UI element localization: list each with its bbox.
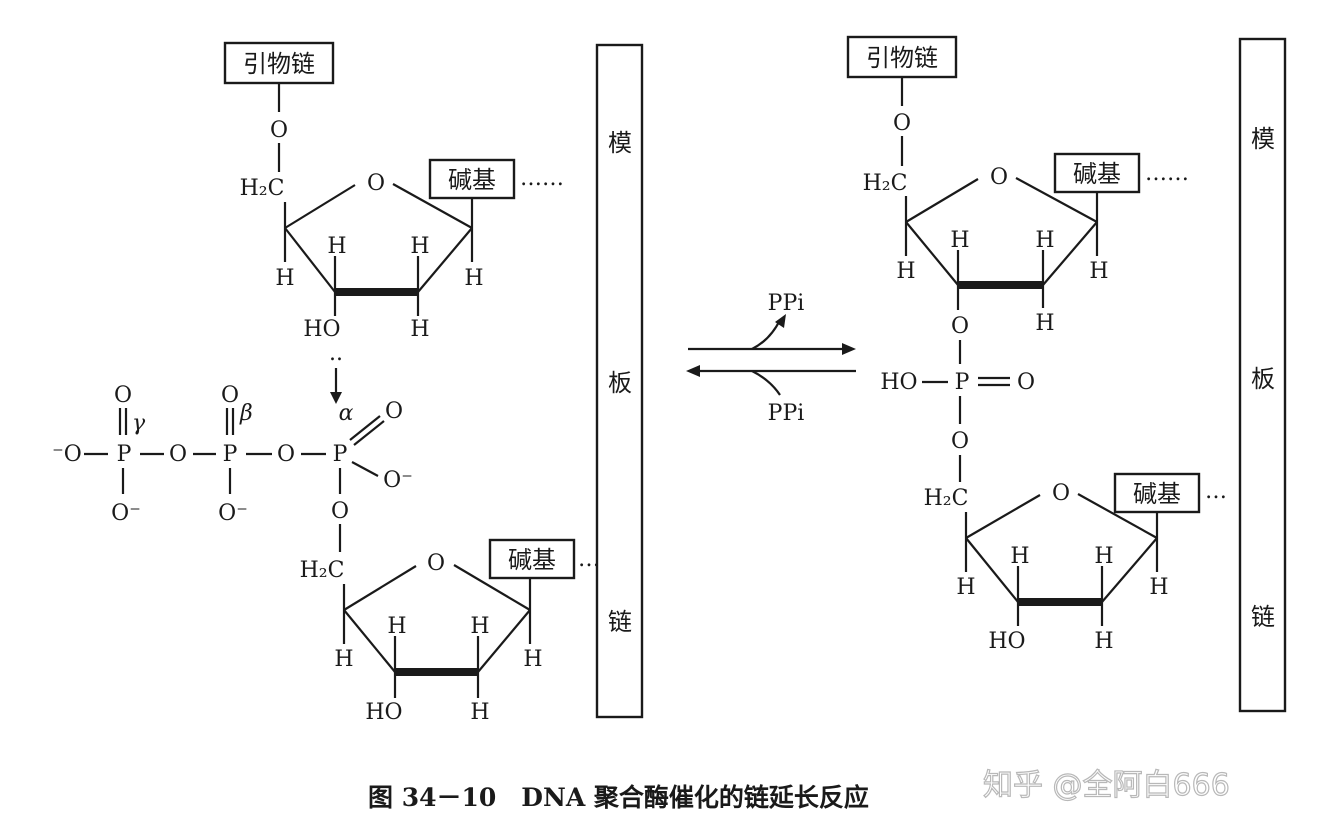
oxygen-anion: O⁻ <box>383 468 413 493</box>
attack-arrowhead <box>330 392 342 404</box>
base-label-box <box>1113 472 1201 514</box>
ch2-group: H₂C <box>863 171 908 196</box>
oxygen-anion: O⁻ <box>111 501 141 526</box>
base-label: 碱基 <box>1073 160 1121 188</box>
primer-label: 引物链 <box>866 44 938 72</box>
template-char: 模 <box>608 129 632 157</box>
ch2-group: H₂C <box>924 486 969 511</box>
oxygen-atom: O <box>331 499 349 524</box>
h-atom: H <box>896 259 915 284</box>
base-label: 碱基 <box>1133 480 1181 508</box>
ppi-released-label: PPi <box>768 291 805 316</box>
template-char: 板 <box>608 369 632 397</box>
h-atom: H <box>1094 544 1113 569</box>
h-atom: H <box>464 266 483 291</box>
template-char: 模 <box>1251 125 1275 153</box>
h-atom: H <box>410 317 429 342</box>
oxygen-anion: O⁻ <box>218 501 248 526</box>
gamma-phosphorus: P <box>117 442 132 467</box>
gamma-label: γ <box>132 411 146 436</box>
hydrogen-bond-dots: … <box>1205 479 1227 504</box>
forward-arrowhead <box>842 343 856 355</box>
oxygen-atom: O <box>221 383 239 408</box>
hydroxyl-group: HO <box>303 317 340 342</box>
h-atom: H <box>1010 544 1029 569</box>
template-char: 板 <box>1251 365 1275 393</box>
hydrogen-bond-dots: … <box>578 547 600 572</box>
base-label-box <box>428 158 516 200</box>
right-template-strand: 模 板 链 <box>1238 37 1287 713</box>
base-label-box <box>1053 152 1141 194</box>
h-atom: H <box>1094 629 1113 654</box>
base-label: 碱基 <box>508 546 556 574</box>
ring-oxygen: O <box>427 551 445 576</box>
oxygen-atom: O <box>114 383 132 408</box>
h-atom: H <box>523 647 542 672</box>
alpha-phosphorus: P <box>333 442 348 467</box>
ch2-group: H₂C <box>300 558 345 583</box>
watermark: 知乎 @全阿白666 <box>983 768 1230 803</box>
oxygen-atom: O <box>893 111 911 136</box>
ring-oxygen: O <box>367 171 385 196</box>
h-atom: H <box>1149 575 1168 600</box>
right-product: 引物链 O H₂C O H H H H H 碱基 …… O HO P <box>846 35 1227 654</box>
ppi-consumed-label: PPi <box>768 401 805 426</box>
h-atom: H <box>387 614 406 639</box>
template-strand-bar <box>1238 37 1287 713</box>
template-char: 链 <box>608 608 632 636</box>
ring-oxygen: O <box>1052 481 1070 506</box>
figure-caption: 图 34－10 DNA 聚合酶催化的链延长反应 <box>368 783 869 812</box>
base-label-box <box>488 538 576 580</box>
bridging-oxygen: O <box>951 314 969 339</box>
lone-pair-dots: .. <box>329 341 343 366</box>
alpha-label: α <box>339 401 354 426</box>
h-atom: H <box>470 700 489 725</box>
bridging-oxygen: O <box>169 442 187 467</box>
oxygen-atom: O <box>385 399 403 424</box>
reverse-arrowhead <box>686 365 700 377</box>
h-atom: H <box>334 647 353 672</box>
hydroxyl-group: HO <box>988 629 1025 654</box>
phosphate-hydroxyl: HO <box>880 370 917 395</box>
h-atom: H <box>950 228 969 253</box>
left-incoming-dntp: ⁻O P O γ O⁻ O P O β O⁻ O P α O O⁻ O H₂C <box>52 383 600 725</box>
hydrogen-bond-dots: …… <box>1145 161 1189 186</box>
primer-label: 引物链 <box>243 50 315 78</box>
equilibrium-arrows: PPi PPi <box>686 291 856 426</box>
ch2-group: H₂C <box>240 176 285 201</box>
ring-oxygen: O <box>990 165 1008 190</box>
h-atom: H <box>327 234 346 259</box>
bridging-oxygen: O <box>951 429 969 454</box>
base-label: 碱基 <box>448 166 496 194</box>
h-atom: H <box>956 575 975 600</box>
h-atom: H <box>1089 259 1108 284</box>
bridging-oxygen: O <box>277 442 295 467</box>
template-char: 链 <box>1251 603 1275 631</box>
h-atom: H <box>410 234 429 259</box>
hydrogen-bond-dots: …… <box>520 166 564 191</box>
phosphoryl-oxygen: O <box>1017 370 1035 395</box>
beta-phosphorus: P <box>223 442 238 467</box>
beta-label: β <box>239 401 253 426</box>
hydroxyl-group: HO <box>365 700 402 725</box>
gamma-oxygen-anion: ⁻O <box>52 442 82 467</box>
template-strand-bar <box>595 43 644 719</box>
left-primer-nucleotide: 引物链 O H₂C O H H H H HO H 碱基 …… .. <box>223 41 564 404</box>
oxygen-atom: O <box>270 118 288 143</box>
h-atom: H <box>275 266 294 291</box>
h-atom: H <box>1035 311 1054 336</box>
h-atom: H <box>1035 228 1054 253</box>
ppi-out-arrowhead <box>775 314 786 328</box>
phosphodiester-phosphorus: P <box>955 370 970 395</box>
h-atom: H <box>470 614 489 639</box>
primer-label-box <box>846 35 958 79</box>
left-template-strand: 模 板 链 <box>595 43 644 719</box>
